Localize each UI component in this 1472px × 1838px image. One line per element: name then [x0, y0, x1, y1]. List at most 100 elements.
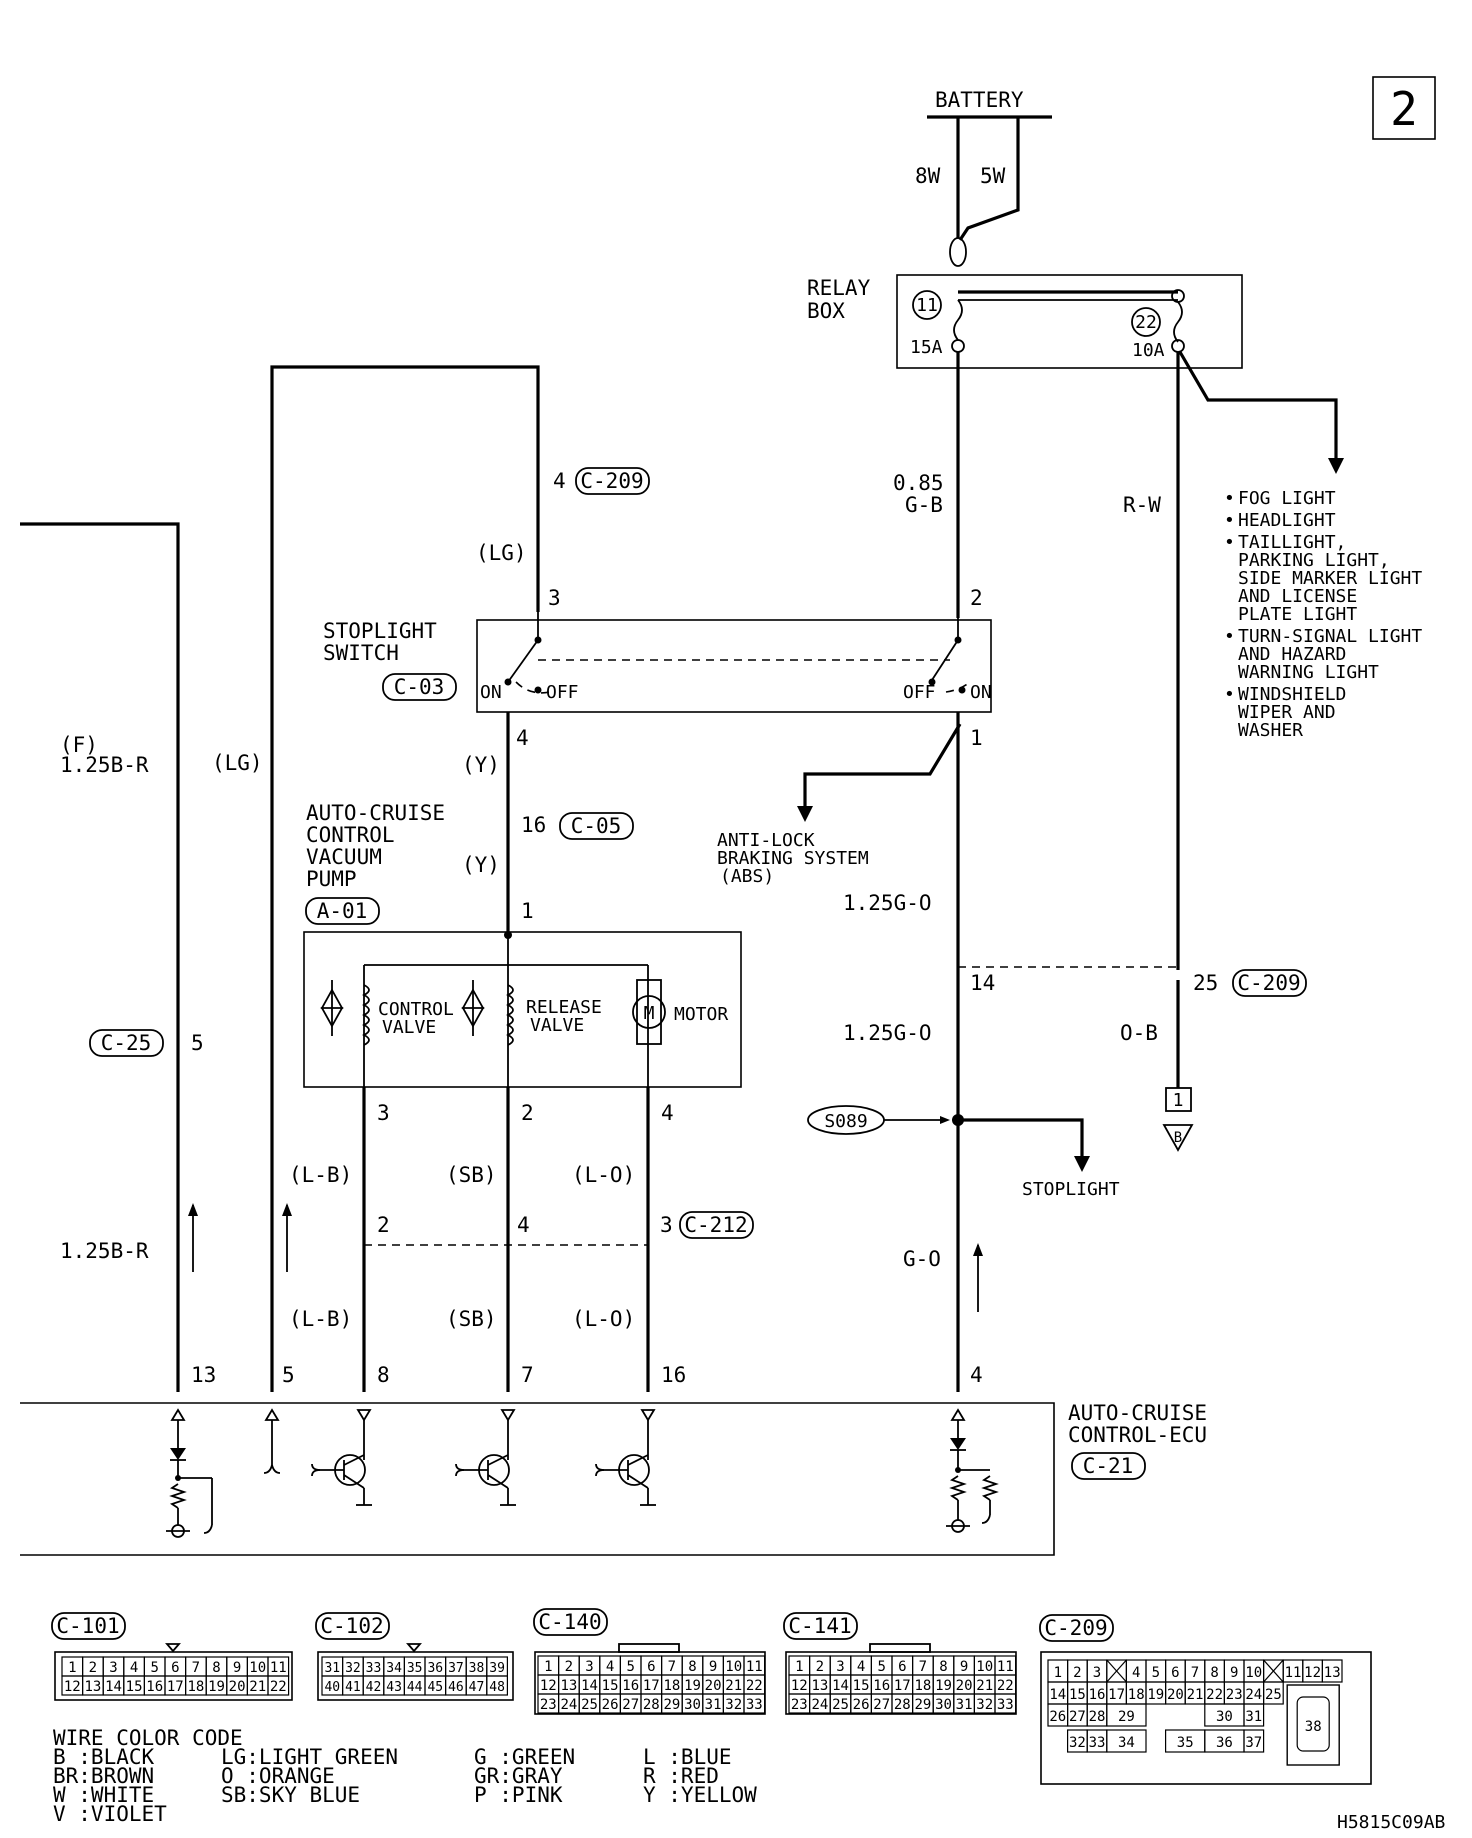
- transistor-pin-8: [311, 1409, 372, 1506]
- switch-pin-4: 4: [516, 726, 529, 750]
- c101-label: C-101: [56, 1614, 119, 1638]
- control-valve-1: CONTROL: [378, 999, 454, 1020]
- pin-number: 21: [725, 1678, 742, 1694]
- pin-number: 16: [146, 1679, 163, 1695]
- wire-f-label: (F): [60, 733, 98, 757]
- pin-number: 14: [581, 1678, 598, 1694]
- pin-number: 27: [873, 1697, 890, 1713]
- pin-number: 8: [688, 1659, 696, 1675]
- pin-number: 7: [1191, 1665, 1199, 1681]
- pin-number: 19: [684, 1678, 701, 1694]
- pin-number: 4: [1132, 1665, 1140, 1681]
- c209-bottom-connector: C-209: [1237, 971, 1300, 995]
- pin-number: 32: [725, 1697, 742, 1713]
- motor-label: MOTOR: [674, 1004, 728, 1025]
- pin-number: 14: [105, 1679, 122, 1695]
- color-code-entry: L :BLUE: [643, 1745, 732, 1769]
- pin-number: 33: [746, 1697, 763, 1713]
- motor-symbol: M: [644, 1003, 655, 1024]
- pin-number: 22: [270, 1679, 287, 1695]
- fuse-11-number: 11: [916, 295, 938, 316]
- c102-label: C-102: [320, 1614, 383, 1638]
- splice-id: S089: [824, 1111, 867, 1132]
- splice-s089: S089 STOPLIGHT: [807, 1105, 1120, 1200]
- wire-g-o-3: G-O: [903, 1247, 941, 1271]
- switch-on-right: ON: [970, 682, 992, 703]
- pin-number: 25: [581, 1697, 598, 1713]
- pin-number: 30: [1216, 1709, 1233, 1725]
- svg-text:•: •: [1224, 488, 1235, 509]
- pin-number: 30: [935, 1697, 952, 1713]
- auto-cruise-ecu: AUTO-CRUISE CONTROL-ECU C-21 13 5 8 7 16…: [20, 1363, 1207, 1556]
- load-item: PLATE LIGHT: [1238, 604, 1357, 625]
- release-valve-1: RELEASE: [526, 997, 602, 1018]
- pin-number: 26: [1049, 1709, 1066, 1725]
- pin-number: 29: [663, 1697, 680, 1713]
- pin-number: 16: [622, 1678, 639, 1694]
- figure-code: H5815C09AB: [1337, 1812, 1445, 1833]
- vacuum-pump: AUTO-CRUISE CONTROL VACUUM PUMP A-01 CON…: [303, 801, 742, 1098]
- pump-pin-4: 4: [661, 1101, 674, 1125]
- load-item: WINDSHIELD: [1238, 684, 1346, 705]
- pin-number: 1: [795, 1659, 803, 1675]
- pin-number: 32: [1069, 1735, 1086, 1751]
- pin-number: 24: [1245, 1687, 1262, 1703]
- pin-number: 16: [1089, 1687, 1106, 1703]
- pin-number: 11: [746, 1659, 763, 1675]
- wire-color-code-title: WIRE COLOR CODE: [53, 1726, 243, 1750]
- pin-number: 13: [560, 1678, 577, 1694]
- pin-number: 1: [544, 1659, 552, 1675]
- pin-number: 23: [791, 1697, 808, 1713]
- pump-pin-1: 1: [521, 899, 534, 923]
- pin-number: 24: [811, 1697, 828, 1713]
- wire-sb-1: (SB): [446, 1163, 497, 1187]
- wire-lo-2: (L-O): [572, 1307, 635, 1331]
- pin-number: 38: [1305, 1719, 1322, 1735]
- pin-number: 3: [585, 1659, 593, 1675]
- color-code-entry: P :PINK: [474, 1783, 563, 1807]
- c05-pin: 16: [521, 813, 546, 837]
- pin-number: 29: [914, 1697, 931, 1713]
- pin-number: 47: [469, 1680, 485, 1695]
- pin-cell: [1106, 1729, 1147, 1753]
- pin-number: 19: [1147, 1687, 1164, 1703]
- c140-label: C-140: [538, 1610, 601, 1634]
- pin-number: 44: [407, 1680, 423, 1695]
- c209-bottom-junction: 14 25 C-209 O-B 1 B: [958, 966, 1307, 1152]
- pin-number: 9: [1230, 1665, 1238, 1681]
- ground-ref-box: 1: [1173, 1090, 1184, 1111]
- color-code-entry: R :RED: [643, 1764, 719, 1788]
- pin-number: 18: [914, 1678, 931, 1694]
- page-number: 2: [1390, 82, 1418, 136]
- color-code-entry: LG:LIGHT GREEN: [221, 1745, 398, 1769]
- c209-top-connector: C-209: [580, 469, 643, 493]
- ecu-title-1: AUTO-CRUISE: [1068, 1401, 1207, 1425]
- pin-number: 12: [791, 1678, 808, 1694]
- color-code-entry: V :VIOLET: [53, 1802, 167, 1826]
- pin-number: 2: [89, 1660, 97, 1676]
- pin-number: 7: [919, 1659, 927, 1675]
- c212-pin-4: 4: [517, 1213, 530, 1237]
- pin-number: 21: [249, 1679, 266, 1695]
- load-item: AND LICENSE: [1238, 586, 1357, 607]
- relay-box-title-2: BOX: [807, 299, 845, 323]
- color-code-entry: GR:GRAY: [474, 1764, 563, 1788]
- pin-number: 19: [935, 1678, 952, 1694]
- pin-number: 21: [1187, 1687, 1204, 1703]
- pin-cell: [1321, 1659, 1343, 1683]
- ground-ref-tri: B: [1174, 1130, 1182, 1146]
- pin-number: 18: [187, 1679, 204, 1695]
- control-valve-2: VALVE: [382, 1017, 436, 1038]
- pin-number: 15: [126, 1679, 143, 1695]
- pin-number: 28: [1089, 1709, 1106, 1725]
- pin-number: 34: [1118, 1735, 1135, 1751]
- wire-5w: 5W: [980, 164, 1006, 188]
- pin-cell: [1286, 1684, 1340, 1766]
- pin-number: 1: [1054, 1665, 1062, 1681]
- pin-number: 13: [84, 1679, 101, 1695]
- ecu-connector: C-21: [1083, 1454, 1134, 1478]
- stoplight-switch-title-2: SWITCH: [323, 641, 399, 665]
- svg-text:•: •: [1224, 510, 1235, 531]
- pin-number: 15: [602, 1678, 619, 1694]
